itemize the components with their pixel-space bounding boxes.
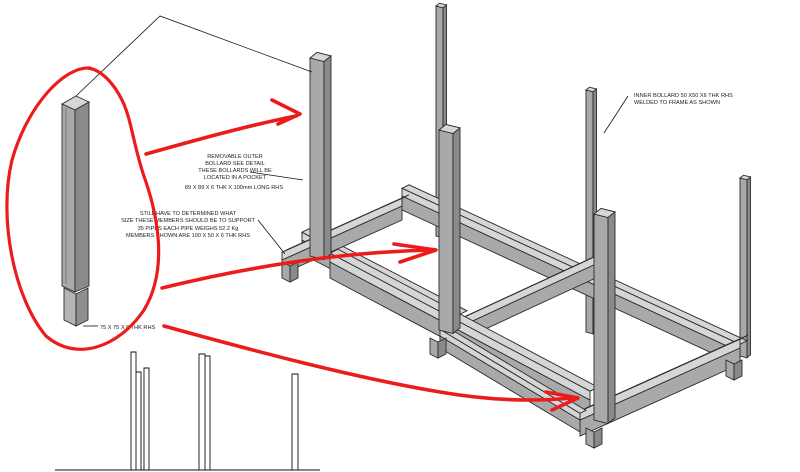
- inner-bollard-right-left: [739, 177, 748, 359]
- annotation-member-sizes: STILL HAVE TO DETERMINED WHAT SIZE THESE…: [121, 211, 255, 239]
- foot-front-right: [593, 427, 603, 449]
- red-arrowhead-top: [270, 98, 302, 126]
- outer-bollard-rear-right: [323, 54, 332, 261]
- outer-bollard-middle-left: [438, 129, 454, 335]
- red-markup: [5, 66, 580, 412]
- red-arrow-middle: [160, 248, 434, 290]
- inner-bollard-right-cap: [739, 174, 752, 181]
- inner-bollard-middle-cap: [585, 86, 598, 93]
- red-arrow-bottom: [162, 324, 574, 402]
- annotation-removable-bollard: REMOVABLE OUTER BOLLARD SEE DETAIL THESE…: [185, 154, 283, 191]
- inner-bollard-back-cap: [435, 2, 448, 9]
- note-line: SIZE THESE MEMBERS SHOULD BE TO SUPPORT: [121, 218, 255, 224]
- outer-bollard-front-right: [607, 210, 616, 425]
- bollard-detail: [61, 95, 90, 327]
- elevation-partial-view: [55, 351, 320, 471]
- foot-front-right-left: [725, 359, 735, 381]
- foot-front-left: [585, 427, 595, 449]
- red-circle-markup: [5, 66, 161, 351]
- outer-bollard-front-left: [593, 213, 609, 425]
- leader-lines: [75, 15, 629, 327]
- note-line: MEMBERS SHOWN ARE 100 X 50 X 6 THK RHS: [126, 233, 250, 239]
- outer-bollard-front-cap: [593, 207, 616, 218]
- note-line: 35 PIPES EACH PIPE WEIGHS 52.2 Kg: [138, 226, 239, 232]
- note-line: STILL HAVE TO DETERMINED WHAT: [140, 211, 237, 217]
- note-line: REMOVABLE OUTER: [207, 154, 263, 160]
- note-line: THESE BOLLARDS WILL BE: [198, 168, 272, 174]
- outer-bollard-rear-left: [309, 57, 325, 261]
- note-line: WELDED TO FRAME AS SHOWN: [634, 100, 720, 106]
- foot-middle-left-left: [429, 337, 439, 359]
- outer-bollard-middle-right: [452, 126, 461, 335]
- note-line: BOLLARD SEE DETAIL: [205, 161, 265, 167]
- red-arrow-top: [144, 114, 298, 156]
- note-line: INNER BOLLARD 50 X50 X6 THK RHS: [634, 93, 733, 99]
- note-line: LOCATED IN A POCKET: [204, 175, 267, 181]
- outer-bollard-middle-cap: [438, 123, 461, 134]
- pipe-rack-frame: [281, 2, 752, 449]
- note-line: 89 X 89 X 6 THK X 100mm LONG RHS: [185, 185, 283, 191]
- red-arrowhead-middle: [392, 242, 438, 264]
- foot-front-right-right: [733, 359, 743, 381]
- beam-front-end-face: [439, 328, 581, 421]
- foot-rear-left-right: [289, 261, 299, 283]
- outer-bollard-rear-cap: [309, 51, 332, 62]
- red-arrowhead-bottom: [544, 390, 580, 412]
- annotation-inner-bollard: INNER BOLLARD 50 X50 X6 THK RHS WELDED T…: [634, 93, 733, 106]
- inner-bollard-right-right: [746, 176, 751, 359]
- foot-middle-left-right: [437, 337, 447, 359]
